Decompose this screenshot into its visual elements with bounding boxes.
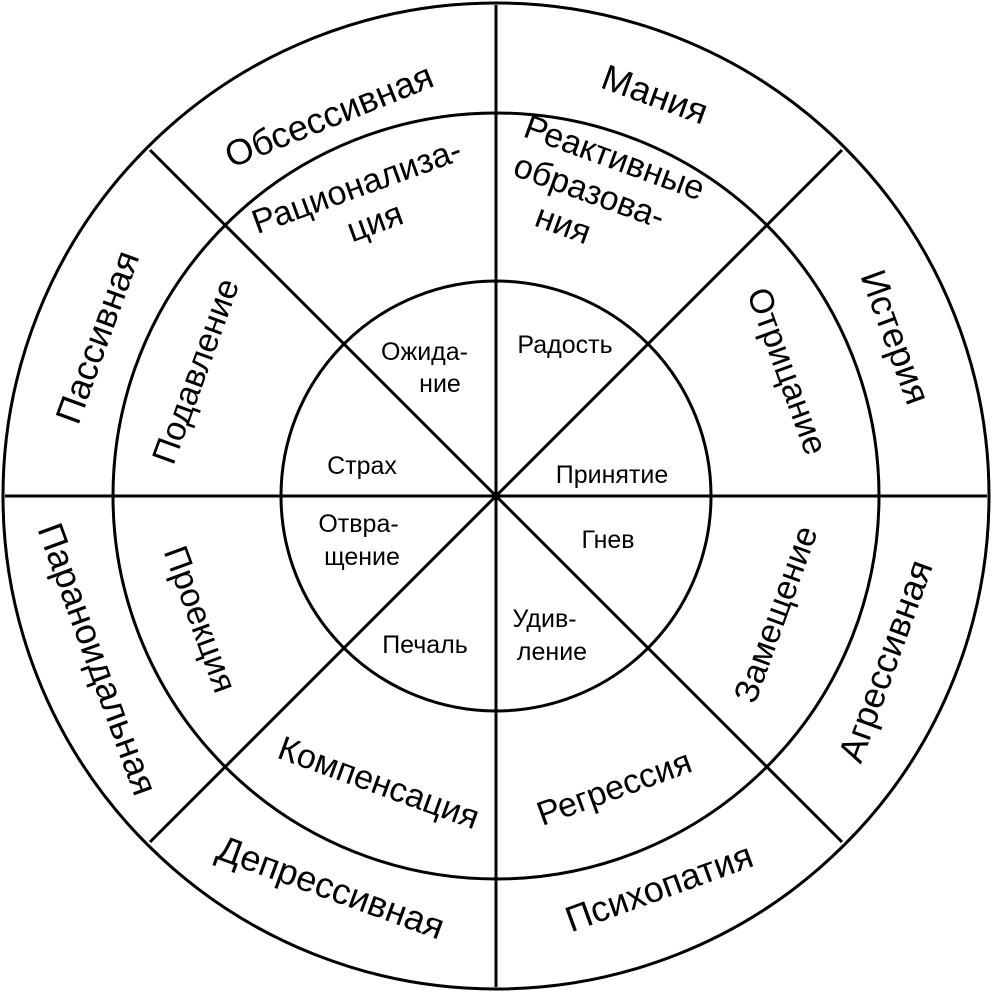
inner-label-fear: Страх [327,452,397,480]
outer-label-aggressive: Агрессивная [830,554,941,767]
inner-label-anger: Гнев [581,526,634,554]
spoke-diagonal-ne-sw [148,148,844,844]
middle-label-displacement: Замещение [727,521,826,708]
middle-label-projection: Проекция [156,541,244,698]
middle-label-regression: Регрессия [532,743,697,834]
middle-label-reaction-formation: Реактивные образова- ния [492,108,719,287]
inner-label-acceptance: Принятие [556,461,669,489]
outer-label-mania: Мания [596,56,713,132]
middle-label-denial: Отрицание [739,283,835,460]
inner-label-disgust: Отвра- щение [318,510,405,571]
outer-label-hysteria: Истерия [853,264,939,409]
inner-label-surprise: Удив- ление [512,605,587,666]
inner-label-sadness: Печаль [382,631,468,659]
inner-label-joy: Радость [517,331,612,359]
middle-label-compensation: Компенсация [273,729,484,837]
outer-label-psychopathy: Психопатия [560,834,759,940]
middle-label-repression: Подавление [145,274,247,469]
outer-label-passive: Пассивная [47,245,147,429]
inner-label-expectation: Ожида- ние [381,338,475,398]
outer-label-paranoid: Параноидальная [30,518,166,801]
outer-label-depressive: Депрессивная [212,827,450,947]
